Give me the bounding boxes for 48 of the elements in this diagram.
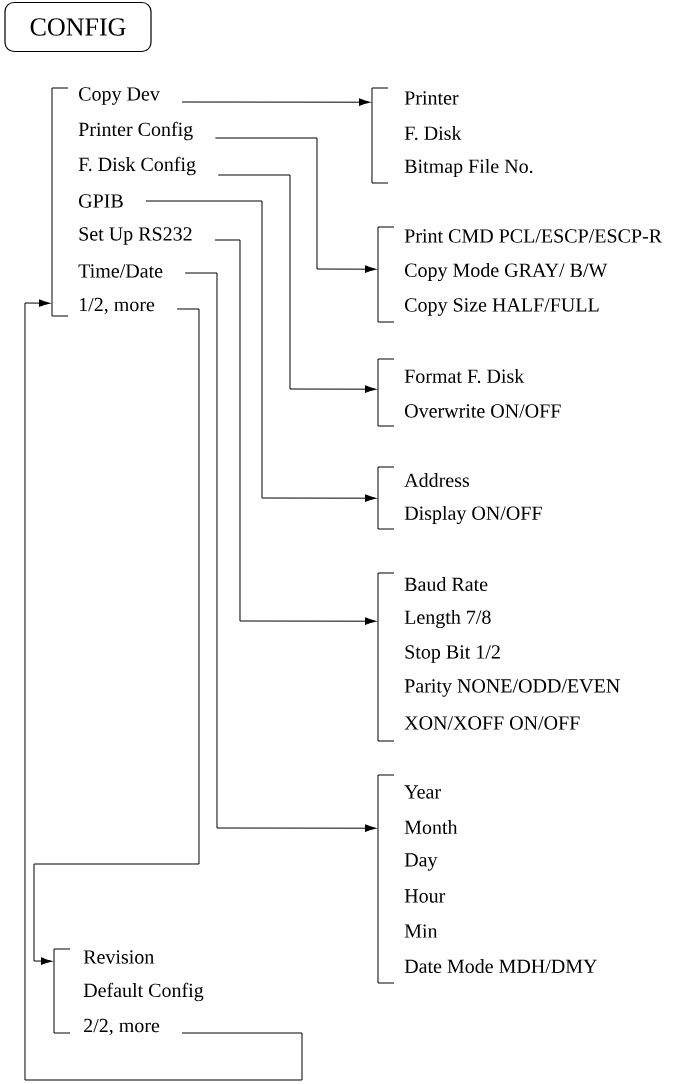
connector-arrow [145,200,376,502]
menu-item: Parity NONE/ODD/EVEN [404,679,620,697]
menu-item: Default Config [83,982,204,1002]
menu-item: Min [404,924,438,938]
menu-bracket [377,226,395,323]
menu-item: Bitmap File No. [404,158,533,178]
menu-bracket [377,774,395,984]
connector-arrow [217,174,376,393]
connector-arrow [24,299,303,1081]
menu-item: F. Disk Config [78,156,196,176]
connector-arrow [214,239,376,625]
menu-item: Copy Size HALF/FULL [405,298,599,316]
menu-bracket [377,358,395,427]
connector-arrow [184,272,376,832]
menu-item: Address [404,472,469,488]
menu-item: Date Mode MDH/DMY [404,958,597,974]
menu-item: Day [404,853,438,871]
menu-item: Format F. Disk [404,368,525,384]
menu-item: XON/XOFF ON/OFF [404,716,580,730]
menu-item: Copy Mode GRAY/ B/W [405,262,608,282]
menu-item: Overwrite ON/OFF [405,404,561,418]
menu-item: Year [404,785,441,799]
menu-item: Baud Rate [404,576,488,592]
menu-bracket [51,87,69,317]
menu-item: Revision [83,950,154,964]
connector-arrow [33,308,200,965]
menu-item: Time/Date [78,264,163,278]
menu-bracket [53,948,71,1034]
menu-item: Hour [404,889,446,903]
menu-bracket [377,466,395,530]
menu-bracket [371,87,389,184]
menu-item: Length 7/8 [404,609,491,629]
title-box: CONFIG [4,1,152,53]
menu-item: F. Disk [404,125,462,141]
menu-item: GPIB [79,194,123,208]
menu-item: Copy Dev [79,87,160,105]
connector-arrow [214,137,376,273]
menu-item: Set Up RS232 [79,227,192,245]
connector-arrow [181,98,370,106]
menu-item: Stop Bit 1/2 [405,645,500,663]
menu-item: 1/2, more [79,297,155,315]
menu-item: Display ON/OFF [404,505,542,525]
menu-item: Printer [404,91,459,105]
menu-item: 2/2, more [84,1018,160,1036]
menu-item: Printer Config [78,121,193,141]
menu-item: Print CMD PCL/ESCP/ESCP-R [404,229,663,243]
menu-item: Month [404,819,458,835]
menu-bracket [377,572,395,742]
